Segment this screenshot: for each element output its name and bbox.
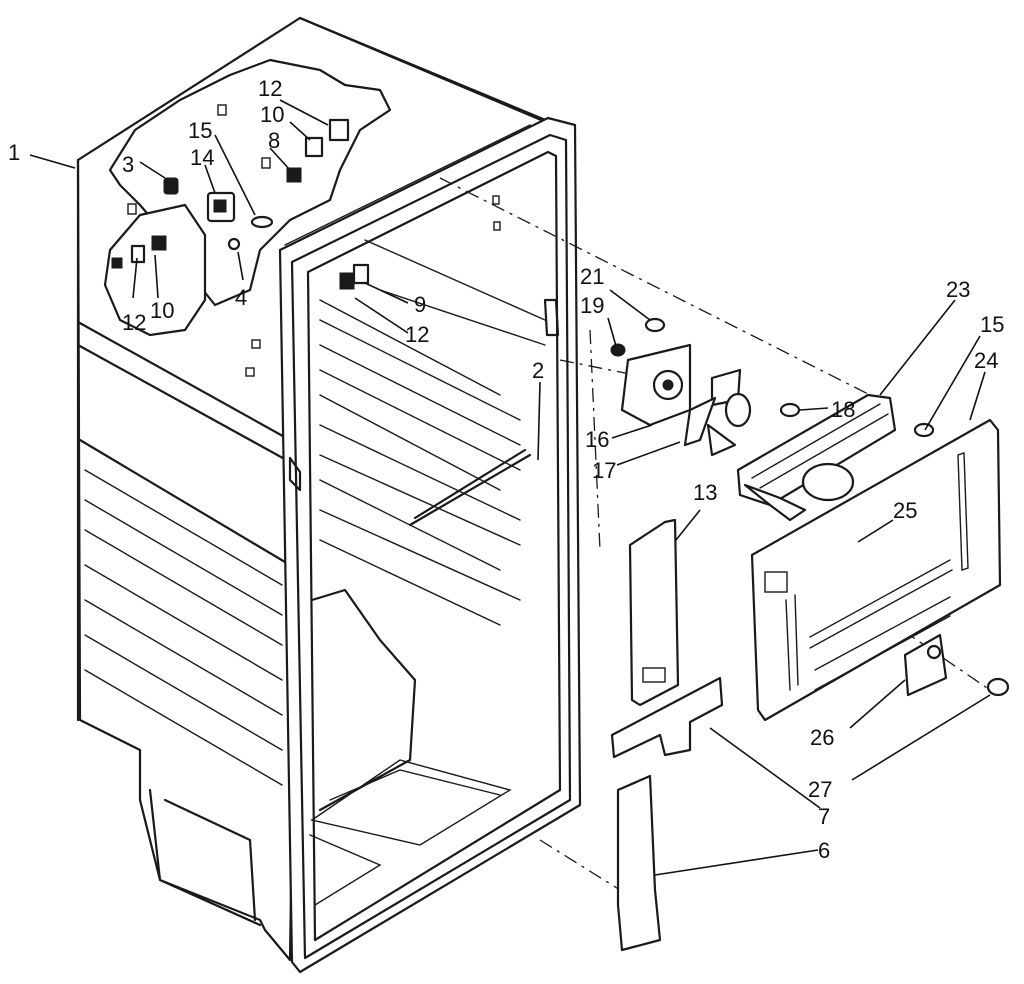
callout-labels: 1 3 14 15 12 10 8 4 12 10 9 12 2 21 19 1… bbox=[8, 76, 1004, 863]
callout-23: 23 bbox=[946, 277, 970, 302]
callout-16: 16 bbox=[585, 427, 609, 452]
callout-18: 18 bbox=[831, 397, 855, 422]
callout-6: 6 bbox=[818, 838, 830, 863]
callout-15-right: 15 bbox=[980, 312, 1004, 337]
callout-12-top: 12 bbox=[258, 76, 282, 101]
leader-lines bbox=[29, 99, 991, 876]
callout-25: 25 bbox=[893, 498, 917, 523]
callout-19: 19 bbox=[580, 293, 604, 318]
callout-12-left: 12 bbox=[122, 310, 146, 335]
callout-15-top: 15 bbox=[188, 118, 212, 143]
callout-12-mid: 12 bbox=[405, 322, 429, 347]
callout-13: 13 bbox=[693, 480, 717, 505]
callout-27: 27 bbox=[808, 777, 832, 802]
callout-26: 26 bbox=[810, 725, 834, 750]
callout-21: 21 bbox=[580, 264, 604, 289]
callout-8: 8 bbox=[268, 128, 280, 153]
callout-4: 4 bbox=[235, 285, 247, 310]
callout-24: 24 bbox=[974, 348, 998, 373]
callout-14: 14 bbox=[190, 145, 214, 170]
callout-10-top: 10 bbox=[260, 102, 284, 127]
callout-7: 7 bbox=[818, 804, 830, 829]
callout-3: 3 bbox=[122, 152, 134, 177]
callout-10-left: 10 bbox=[150, 298, 174, 323]
callout-17: 17 bbox=[592, 458, 616, 483]
exploded-parts bbox=[439, 177, 1010, 952]
callout-2: 2 bbox=[532, 358, 544, 383]
callout-9: 9 bbox=[414, 292, 426, 317]
callout-1: 1 bbox=[8, 140, 20, 165]
